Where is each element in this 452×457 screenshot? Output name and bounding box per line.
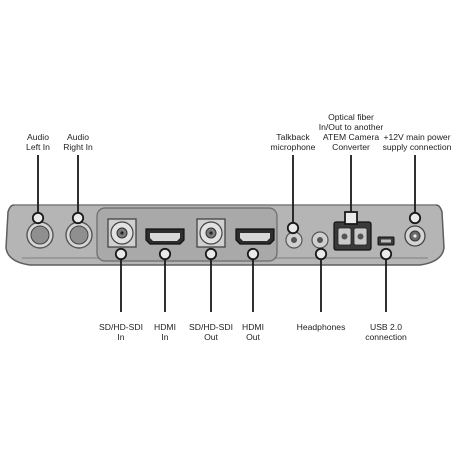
marker-sdi-out: [204, 247, 218, 261]
hdmi-in-connector: [145, 228, 185, 245]
label-audio-right: Audio Right In: [63, 132, 93, 152]
markers: [31, 211, 422, 261]
hdmi-out-connector: [235, 228, 275, 245]
marker-audio-left: [31, 211, 45, 225]
marker-hdmi-out: [246, 247, 260, 261]
talkback-jack: [285, 231, 303, 249]
label-audio-left: Audio Left In: [26, 132, 50, 152]
power-connector: [404, 225, 426, 247]
sdi-in-connector: [107, 218, 137, 248]
optical-fiber-connector: [333, 221, 372, 251]
label-hdmi-in: HDMI In: [154, 322, 176, 342]
label-talkback: Talkback microphone: [270, 132, 316, 152]
label-optical-fiber: Optical fiber In/Out to another ATEM Cam…: [318, 112, 384, 152]
sdi-out-connector: [196, 218, 226, 248]
marker-optical: [344, 211, 358, 225]
usb-port: [377, 236, 395, 246]
video-panel-recess: [96, 207, 278, 262]
label-usb: USB 2.0 connection: [365, 322, 407, 342]
label-headphones: Headphones: [296, 322, 346, 332]
label-power: +12V main power supply connection: [382, 132, 452, 152]
marker-usb: [379, 247, 393, 261]
label-hdmi-out: HDMI Out: [242, 322, 264, 342]
marker-hdmi-in: [158, 247, 172, 261]
leader-lines: [37, 155, 416, 312]
audio-right-connector: [65, 221, 93, 249]
marker-power: [408, 211, 422, 225]
label-sdi-out: SD/HD-SDI Out: [189, 322, 233, 342]
label-sdi-in: SD/HD-SDI In: [99, 322, 143, 342]
marker-headphones: [314, 247, 328, 261]
marker-audio-right: [71, 211, 85, 225]
headphones-jack: [311, 231, 329, 249]
marker-talkback: [286, 221, 300, 235]
audio-left-connector: [26, 221, 54, 249]
marker-sdi-in: [114, 247, 128, 261]
